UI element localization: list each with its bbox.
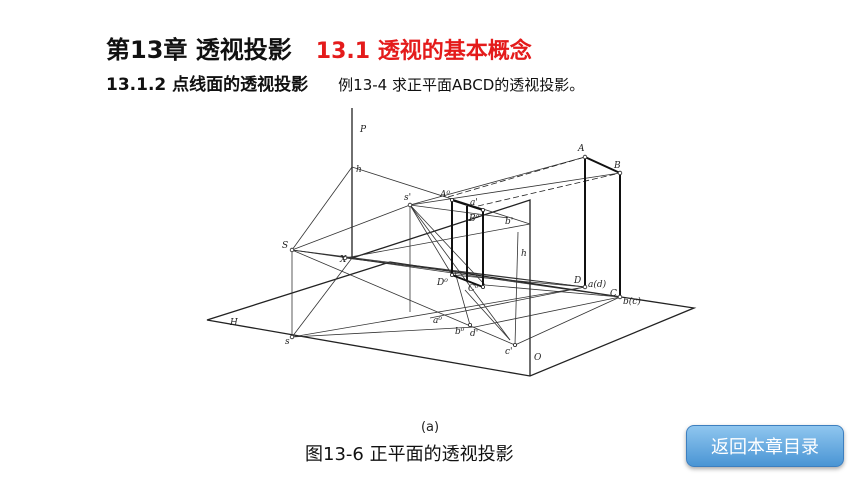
section-title: 13.1 透视的基本概念 [315,39,532,64]
label-b-prime: b' [505,217,513,227]
label-a0: a⁰ [433,316,442,326]
label-S: S [282,241,288,251]
label-A0: A⁰ [439,190,450,200]
chapter-title: 第13章 透视投影 [106,36,292,64]
label-D: D [573,276,581,286]
label-c-prime: c' [505,347,513,357]
label-C: C [610,289,617,299]
label-b0: b⁰ [455,327,465,337]
figure-sublabel: (a) [420,420,440,435]
subtitle-row: 13.1.2 点线面的透视投影 例13-4 求正平面ABCD的透视投影。 [106,70,584,95]
label-h-mid: h [521,249,527,259]
label-D0: D⁰ [436,278,448,288]
label-h-top: h [356,165,362,175]
label-d-prime: d' [470,329,478,339]
ground-plane [206,261,697,377]
label-X: X [339,255,347,265]
picture-plane [351,108,531,376]
subsection-title: 13.1.2 点线面的透视投影 [106,75,309,95]
label-O: O [534,353,542,363]
label-s-prime: s' [404,193,411,203]
example-text: 例13-4 求正平面ABCD的透视投影。 [338,76,585,94]
label-ad: a(d) [588,279,607,290]
title-row: 第13章 透视投影 13.1 透视的基本概念 [106,30,532,66]
label-P: P [359,125,367,135]
label-B0: B⁰ [468,214,480,224]
label-a-prime: a' [470,198,478,208]
label-B: B [613,161,621,171]
label-C0: C⁰ [468,284,479,294]
label-H: H [229,318,238,328]
back-to-contents-button[interactable]: 返回本章目录 [686,425,844,467]
label-bc: b(c) [623,296,641,307]
figure-caption: 图13-6 正平面的透视投影 [305,444,514,465]
perspective-diagram: P H h S X s s' A⁰ a' B⁰ b' h D⁰ C⁰ a⁰ b⁰… [206,108,697,377]
label-s-low: s [285,337,290,347]
label-A: A [577,144,585,154]
